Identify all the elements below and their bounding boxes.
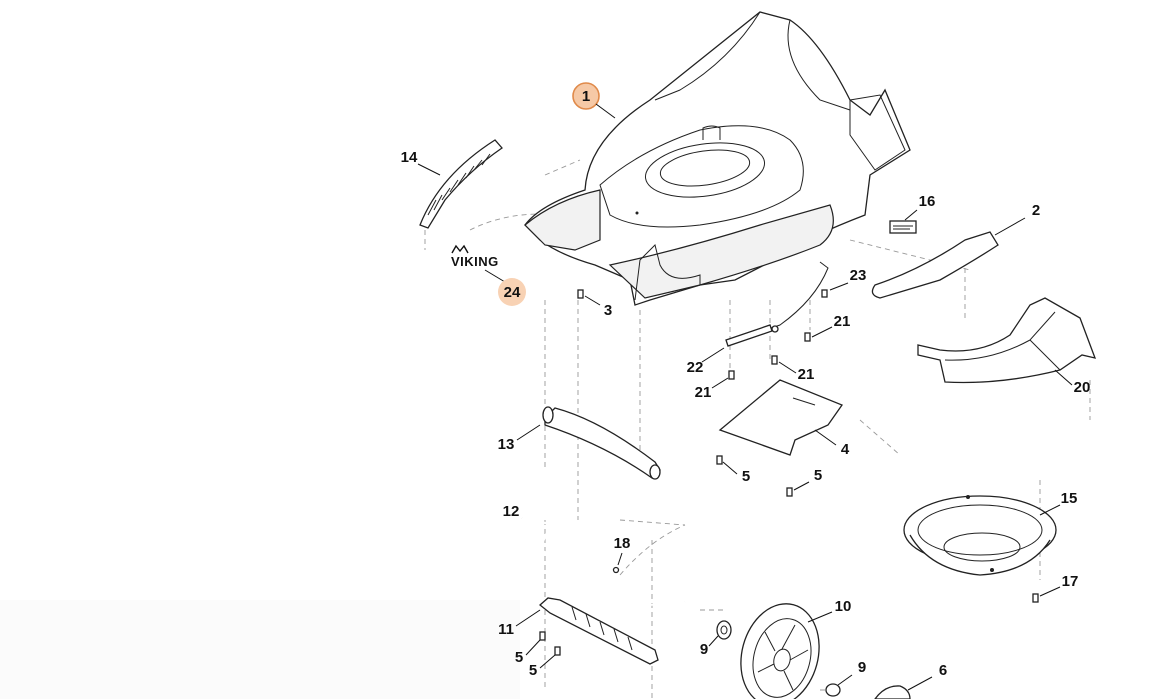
brand-logo-text: VIKING: [451, 254, 499, 269]
leader-21b: [778, 361, 797, 374]
leader-5b: [793, 481, 810, 491]
part-4-deflector-plate[interactable]: [718, 379, 844, 456]
leader-21a: [811, 326, 833, 338]
leader-23: [829, 282, 849, 291]
part-5-screw-d[interactable]: [554, 646, 561, 656]
leader-14: [417, 163, 441, 176]
part-14-rear-flap[interactable]: [419, 139, 503, 229]
callout-label-20: 20: [1074, 379, 1091, 396]
callout-label-14: 14: [401, 149, 418, 166]
callout-label-21b: 21: [798, 366, 815, 383]
part-21-screw-b[interactable]: [771, 355, 778, 365]
leader-20: [1054, 369, 1073, 386]
leader-15: [1039, 504, 1061, 516]
part-22-rod[interactable]: [725, 324, 773, 347]
callout-label-5a: 5: [742, 468, 750, 485]
leader-5d: [539, 654, 556, 669]
part-15-base-cover[interactable]: [903, 495, 1057, 576]
background-shade: [0, 600, 520, 699]
part-5-screw-c[interactable]: [539, 631, 546, 641]
callout-label-5c: 5: [515, 649, 523, 666]
callout-label-6: 6: [939, 662, 947, 679]
part-5-screw-a[interactable]: [716, 455, 723, 465]
part-21-screw-a[interactable]: [804, 332, 811, 342]
leader-11: [515, 609, 541, 627]
callout-label-4: 4: [841, 441, 850, 458]
leader-16: [904, 209, 918, 221]
callout-label-11: 11: [498, 621, 514, 638]
callout-label-10: 10: [835, 598, 852, 615]
callout-label-21a: 21: [834, 313, 851, 330]
part-17-screw[interactable]: [1032, 593, 1039, 603]
leader-17: [1039, 586, 1061, 597]
callout-label-17: 17: [1062, 573, 1079, 590]
leader-6: [907, 676, 933, 691]
callout-label-9a: 9: [700, 641, 708, 658]
part-23-screw[interactable]: [821, 289, 828, 298]
part-10-wheel[interactable]: [730, 595, 830, 699]
leader-4: [814, 429, 837, 446]
part-5-screw-b[interactable]: [786, 487, 793, 497]
callout-label-5d: 5: [529, 662, 537, 679]
callout-label-1: 1: [582, 88, 590, 105]
callout-label-22: 22: [687, 359, 704, 376]
leader-13: [516, 424, 541, 441]
part-9-bearing-a[interactable]: [716, 620, 732, 640]
callout-1: 1: [572, 82, 616, 119]
leader-2: [994, 217, 1026, 236]
leader-18: [617, 552, 623, 566]
callout-label-16: 16: [919, 193, 936, 210]
leader-5a: [722, 461, 738, 475]
callout-label-12: 12: [503, 503, 520, 520]
callout-label-23: 23: [850, 267, 867, 284]
callout-label-24: 24: [504, 284, 521, 301]
leader-24: [484, 269, 506, 283]
leader-22: [701, 347, 725, 363]
callout-24: 24: [498, 278, 526, 306]
callout-label-5b: 5: [814, 467, 822, 484]
part-1-mower-deck-housing[interactable]: [524, 11, 911, 306]
part-20-discharge-chute[interactable]: [917, 297, 1097, 384]
callout-label-9b: 9: [858, 659, 866, 676]
part-9-bearing-b[interactable]: [825, 683, 841, 697]
part-2-cover-strip[interactable]: [871, 231, 999, 299]
callout-label-2: 2: [1032, 202, 1040, 219]
leader-9a: [708, 635, 719, 647]
part-16-label-plate[interactable]: [889, 220, 917, 234]
part-24-brand-decal[interactable]: VIKING: [451, 244, 499, 269]
part-12-axle-rod[interactable]: [521, 517, 686, 607]
callout-label-15: 15: [1061, 490, 1078, 507]
leader-21c: [711, 377, 729, 389]
part-6-hub-cap[interactable]: [874, 685, 911, 699]
leader-9b: [837, 674, 853, 686]
callout-label-18: 18: [614, 535, 631, 552]
part-21-screw-c[interactable]: [728, 370, 735, 380]
part-3-screw[interactable]: [577, 289, 584, 299]
part-18-clip[interactable]: [612, 524, 686, 576]
leader-10: [807, 611, 833, 623]
callout-label-21c: 21: [695, 384, 712, 401]
part-11-height-adjuster[interactable]: [538, 597, 659, 665]
leader-3: [584, 295, 601, 306]
callout-label-3: 3: [604, 302, 612, 319]
part-13-roller[interactable]: [542, 406, 661, 480]
callout-label-13: 13: [498, 436, 515, 453]
leader-5c: [525, 639, 541, 656]
